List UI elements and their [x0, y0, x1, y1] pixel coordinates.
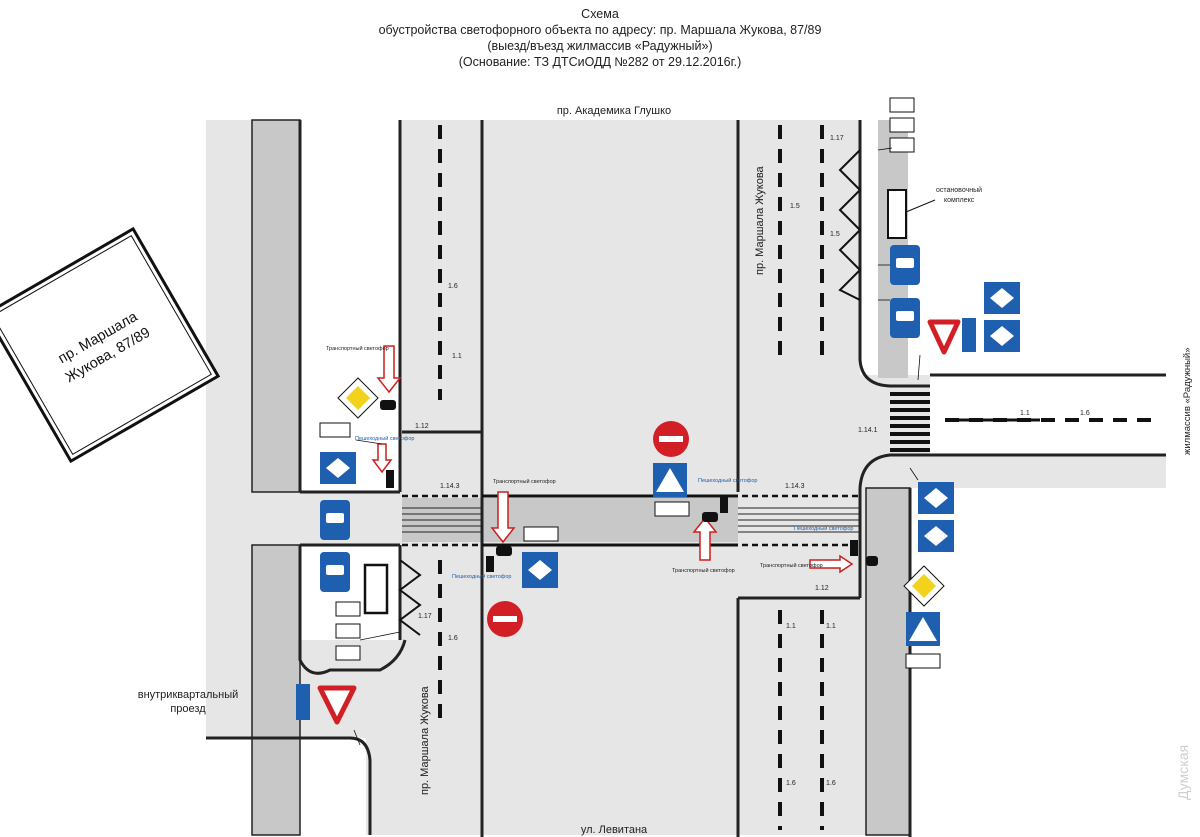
transport-light-label: Транспортный светофор: [760, 562, 823, 569]
pedestrian-light-label: Пешеходный светофор: [698, 477, 757, 484]
median-islands: [251, 119, 911, 836]
stop-complex-label-line1: остановочный: [936, 186, 982, 194]
diagram-title: Схема: [581, 7, 619, 21]
transport-light-label: Транспортный светофор: [672, 567, 735, 574]
marking-label: 1.14.3: [785, 483, 805, 490]
road-markings: [398, 125, 1160, 830]
marking-label: 1.1: [786, 623, 796, 630]
curb-lines: [206, 120, 1166, 837]
marking-label: 1.6: [786, 780, 796, 787]
street-left-vertical-label: пр. Маршала Жукова: [419, 685, 431, 795]
traffic-arrow-icon: [371, 345, 854, 574]
pedestrian-light-label: Пешеходный светофор: [355, 435, 414, 442]
marking-label: 1.1: [452, 353, 462, 360]
marking-label: 1.12: [815, 585, 829, 592]
stop-complex-label-line2: комплекс: [944, 197, 975, 204]
plate-sign-icon: [319, 97, 941, 669]
pedestrian-light-label: Пешеходный светофор: [794, 525, 853, 532]
bus-stop-sign-icon: [320, 245, 920, 592]
marking-label: 1.5: [790, 203, 800, 210]
priority-road-sign-icon: [337, 377, 945, 607]
marking-label: 1.5: [830, 231, 840, 238]
diagram-subtitle-basis: (Основание: ТЗ ДТСиОДД №282 от 29.12.201…: [458, 55, 742, 69]
stop-complex: остановочный комплекс: [887, 186, 982, 239]
transport-light-label: Транспортный светофор: [326, 345, 389, 352]
pedestrian-light-label: Пешеходный светофор: [452, 573, 511, 580]
marking-label: 1.6: [448, 283, 458, 290]
marking-label: 1.6: [826, 780, 836, 787]
watermark: Думская: [1175, 745, 1191, 800]
passage-label-line1: внутриквартальный: [138, 689, 239, 701]
passage-label-line2: проезд: [170, 703, 206, 715]
pedestrian-crossing-sign-icon: [653, 463, 940, 646]
stop-complex-west: [363, 563, 389, 615]
marking-label: 1.14.3: [440, 483, 460, 490]
direction-priority-sign-icon: [296, 282, 1020, 720]
marking-label: 1.17: [418, 613, 432, 620]
marking-label: 1.1: [826, 623, 836, 630]
yield-sign-icon: [317, 319, 961, 725]
street-top-label: пр. Академика Глушко: [557, 105, 671, 117]
diagram-subtitle-address: обустройства светофорного объекта по адр…: [378, 23, 822, 37]
marking-label: 1.1: [1020, 410, 1030, 417]
marking-label: 1.17: [830, 135, 844, 142]
street-right-vertical-label: пр. Маршала Жукова: [754, 165, 766, 275]
transport-light-label: Транспортный светофор: [493, 478, 556, 485]
marking-label: 1.6: [448, 635, 458, 642]
traffic-light-icon: [380, 400, 878, 572]
marking-label: 1.14.1: [858, 427, 878, 434]
marking-label: 1.6: [1080, 410, 1090, 417]
no-entry-sign-icon: [487, 421, 689, 637]
diagram-subtitle-exit: (выезд/въезд жилмассив «Радужный»): [487, 39, 713, 53]
marking-label: 1.12: [415, 423, 429, 430]
building-marshala-zhukova-87-89: пр. Маршала Жукова, 87/89: [0, 226, 221, 464]
street-bottom-label: ул. Левитана: [581, 824, 648, 836]
pointer-lines: [353, 147, 921, 746]
street-east-label: жилмассив «Радужный»: [1182, 347, 1193, 455]
